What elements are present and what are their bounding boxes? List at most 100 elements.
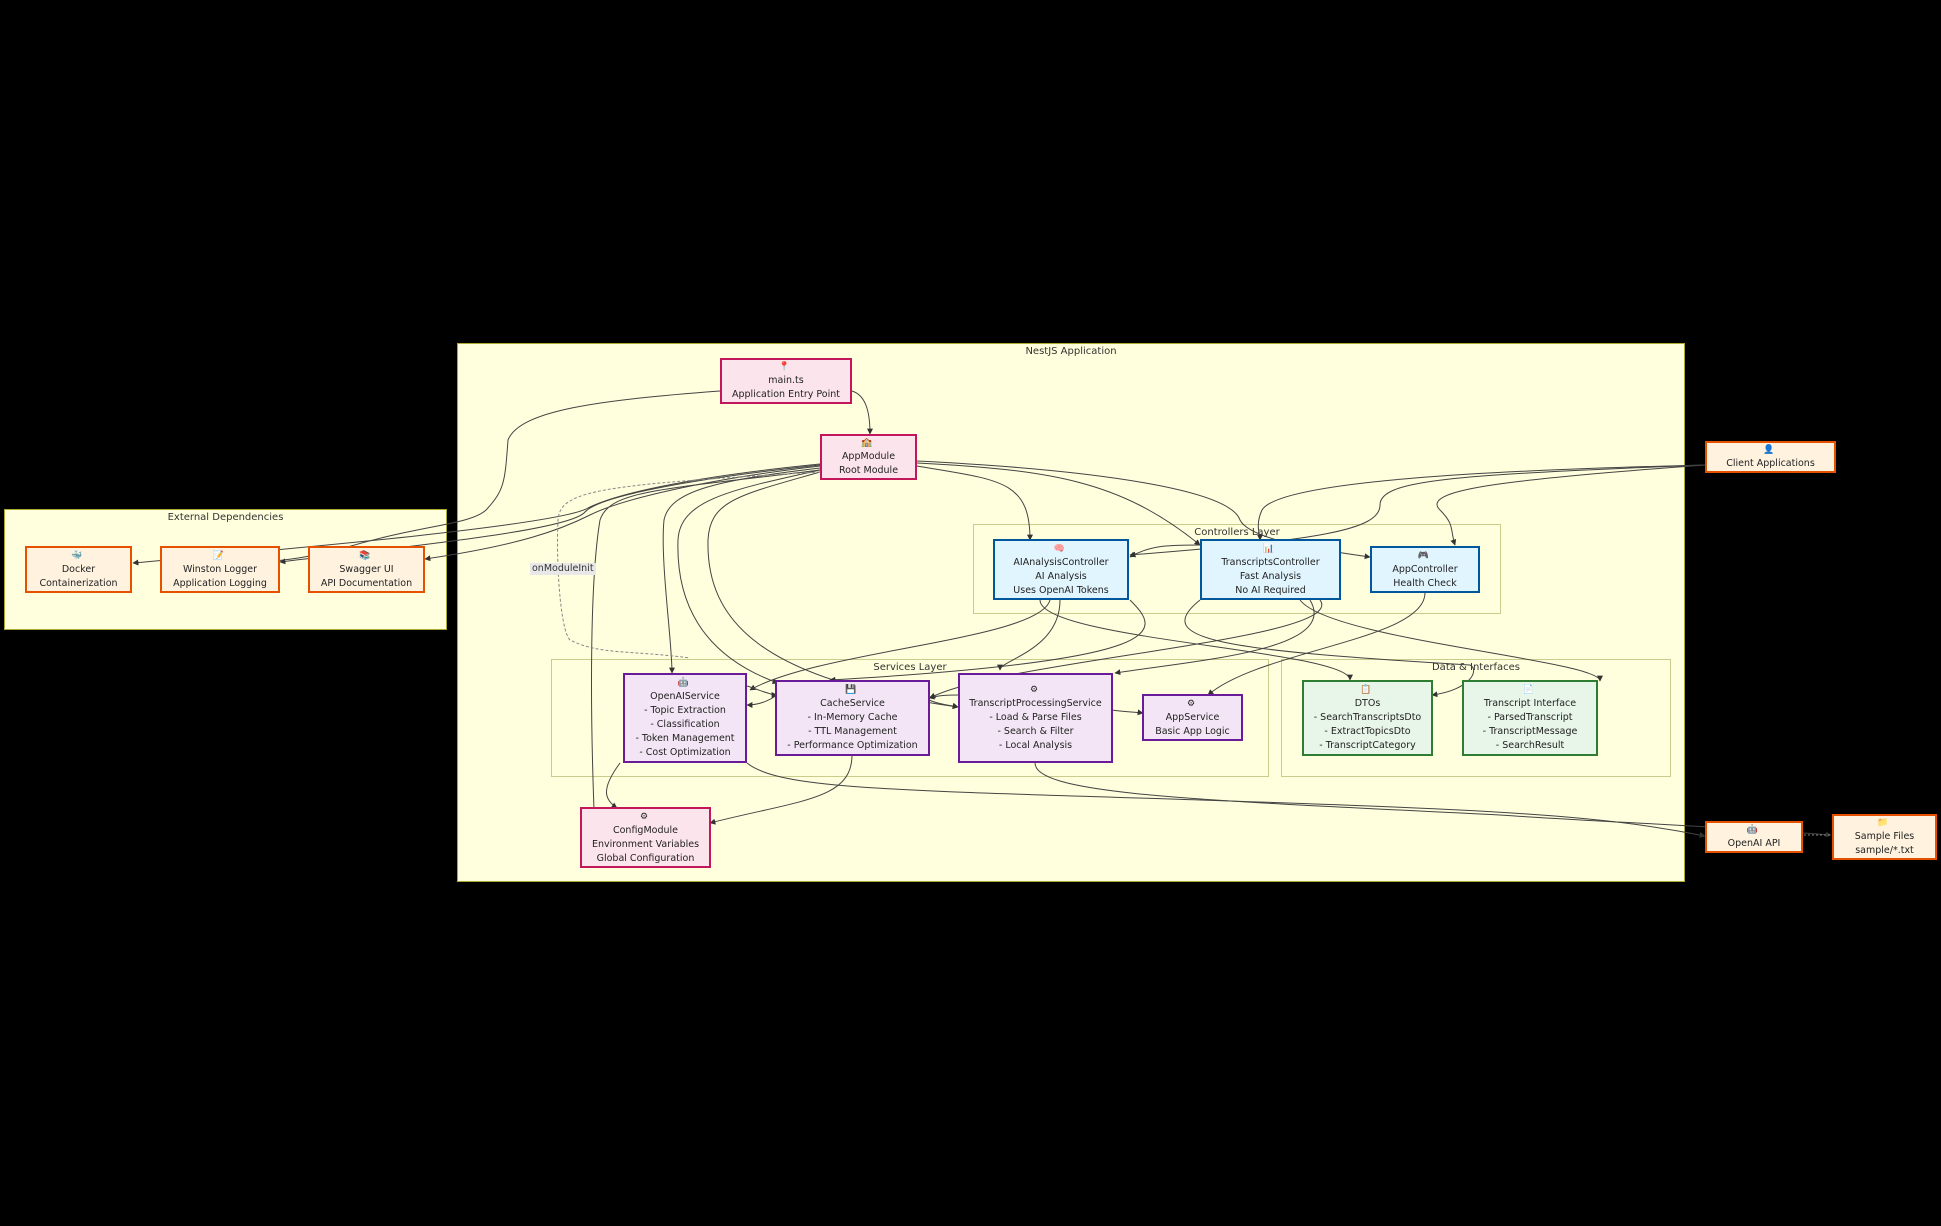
node-line: - Performance Optimization [787,740,918,751]
node-title: Client Applications [1726,458,1815,469]
edge-tps-apps [1111,709,1144,716]
node-transcript-processing-service[interactable]: ⚙ TranscriptProcessingService - Load & P… [958,673,1113,763]
edge-appmodule-swagger [424,465,821,562]
node-title: OpenAI API [1727,838,1781,849]
node-ai-analysis-controller[interactable]: 🧠 AIAnalysisController AI Analysis Uses O… [993,539,1129,600]
edge-client-appc [1436,464,1706,546]
gear-icon: ⚙ [1029,685,1039,695]
edge-aiac-tps [997,599,1061,671]
books-icon: 📚 [359,550,371,561]
node-app-service[interactable]: ⚙ AppService Basic App Logic [1142,694,1243,741]
robot-icon: 🤖 [1746,825,1759,835]
whale-icon: 🐳 [71,550,83,561]
edge-appmodule-docker [132,463,821,566]
edge-aiac-cache [829,599,1146,683]
node-title: TranscriptProcessingService [969,698,1102,709]
edge-appmodule-openai [662,467,821,674]
node-swagger-ui[interactable]: 📚Swagger UI API Documentation [308,546,425,593]
edge-tps-samples [1034,762,1832,838]
node-line: - TranscriptMessage [1482,726,1578,737]
node-winston-logger[interactable]: 📝 Winston Logger Application Logging [160,546,280,593]
node-config-module[interactable]: ⚙ConfigModule Environment Variables Glob… [580,807,711,868]
edge-appmodule-config-oninit [557,471,821,659]
gear-icon: ⚙ [1186,698,1196,709]
node-app-controller[interactable]: 🎮 AppController Health Check [1370,546,1480,593]
cluster-title: NestJS Application [1025,346,1117,357]
node-transcripts-controller[interactable]: 📊TranscriptsController Fast Analysis No … [1200,539,1341,600]
node-line: Uses OpenAI Tokens [1013,584,1109,596]
user-icon: 👤 [1763,445,1775,455]
brain-icon: 🧠 [1053,543,1066,554]
edge-tc-tps [1114,599,1315,676]
edge-appmodule-cache [677,469,821,684]
node-line: - ExtractTopicsDto [1324,726,1411,737]
node-appmodule[interactable]: 🏫 AppModule Root Module [820,434,917,480]
node-line: - Topic Extraction [644,705,726,716]
folder-icon: 📁 [1877,818,1889,828]
node-line: Containerization [39,577,118,589]
node-line: Root Module [838,465,899,476]
node-title: OpenAIService [650,691,720,702]
bar-chart-icon: 📊 [1263,543,1275,554]
node-line: Application Entry Point [732,389,840,400]
edge-appc-apps [1207,592,1426,696]
node-title: AppService [1165,711,1220,723]
node-docker[interactable]: 🐳Docker Containerization [25,546,132,593]
node-line: - TTL Management [808,726,897,737]
node-openai-service[interactable]: 🤖 OpenAIService - Topic Extraction - Clas… [623,673,747,763]
node-sample-files[interactable]: 📁 Sample Files sample/*.txt [1832,814,1937,860]
node-line: Basic App Logic [1155,725,1230,737]
cluster-title: Services Layer [873,662,947,673]
building-icon: 🏫 [861,438,873,448]
node-line: - In-Memory Cache [807,712,898,723]
edge-tps-cache [928,693,959,700]
node-cache-service[interactable]: 💾CacheService - In-Memory Cache - TTL Ma… [775,680,930,756]
node-line: Application Logging [173,577,267,589]
node-title: main.ts [768,375,804,386]
edge-cache-openai [746,694,778,708]
edge-appmodule-config [591,469,821,818]
node-title: AppController [1392,563,1458,575]
edge-aiac-openai [749,599,1051,691]
edge-tc-aiac [1129,544,1201,558]
node-transcript-interface[interactable]: 📄 Transcript Interface - ParsedTranscript… [1462,680,1598,756]
edge-client-tc [1256,464,1706,541]
node-line: API Documentation [320,577,413,589]
node-line: No AI Required [1235,584,1306,596]
node-title: AIAnalysisController [1013,556,1109,568]
node-line: sample/*.txt [1855,845,1914,856]
edge-cache-config [709,754,853,825]
edge-openai-cache [746,685,778,698]
node-main-ts[interactable]: 📍main.ts Application Entry Point [720,358,852,404]
node-title: Sample Files [1854,831,1915,842]
document-icon: 📄 [1522,685,1535,695]
robot-icon: 🤖 [677,678,690,688]
node-line: - Cost Optimization [639,747,731,758]
node-line: Fast Analysis [1239,570,1302,582]
gear-icon: ⚙ [639,811,649,822]
node-line: AI Analysis [1035,570,1087,582]
edge-appmodule-tc [916,462,1201,546]
notepad-icon: 📝 [212,550,225,561]
node-title: CacheService [820,698,885,709]
node-title: AppModule [841,451,896,462]
node-line: - Classification [650,719,720,730]
node-dtos[interactable]: 📋DTOs - SearchTranscriptsDto - ExtractTo… [1302,680,1433,756]
gamepad-icon: 🎮 [1417,550,1430,561]
node-line: - SearchTranscriptsDto [1313,712,1422,723]
node-line: - TranscriptCategory [1319,740,1416,751]
node-title: Transcript Interface [1483,698,1577,709]
node-client-applications[interactable]: 👤 Client Applications [1705,441,1836,473]
edge-appmodule-aiac [916,465,1033,541]
node-openai-api[interactable]: 🤖 OpenAI API [1705,821,1803,853]
edge-label-on-module-init: onModuleInit [530,563,596,575]
node-title: ConfigModule [612,824,679,836]
node-line: Health Check [1393,577,1457,589]
edge-appmodule-tps [707,471,959,710]
node-line: - SearchResult [1495,740,1565,751]
node-line: - Local Analysis [998,740,1073,751]
node-title: Winston Logger [182,563,258,575]
node-line: - ParsedTranscript [1487,712,1573,723]
edge-openai-openaiapi [746,762,1706,838]
